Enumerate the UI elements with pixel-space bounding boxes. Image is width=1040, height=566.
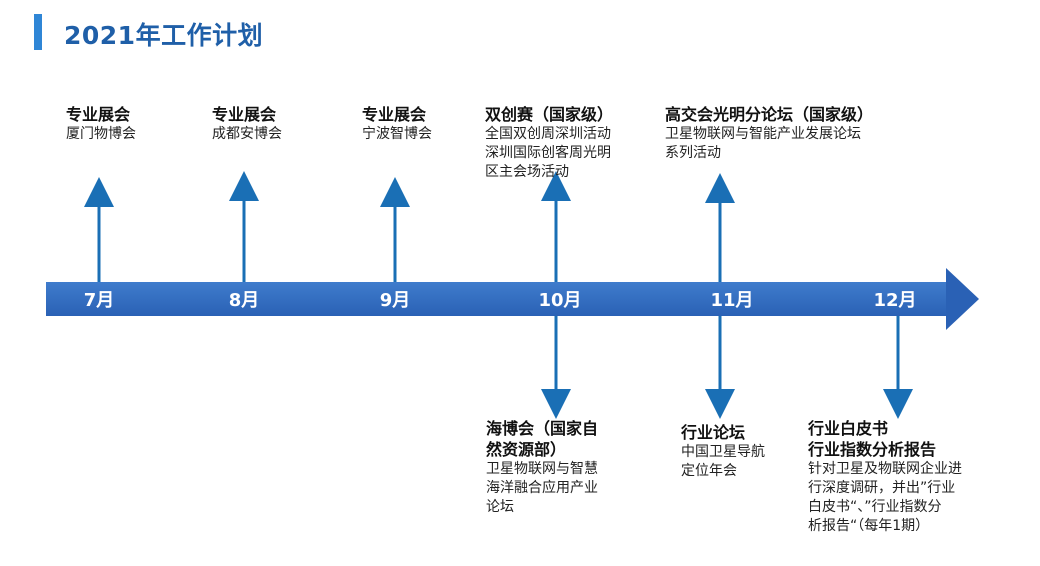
event-heading: 行业论坛 bbox=[681, 423, 746, 442]
event-heading: 专业展会 bbox=[66, 105, 131, 124]
event-body-line: 析报告“（每年1期） bbox=[808, 518, 930, 534]
month-label-oct: 10月 bbox=[538, 290, 582, 311]
event-heading: 双创赛（国家级） bbox=[485, 105, 614, 124]
event-heading: 行业白皮书 bbox=[808, 419, 889, 438]
event-body: 厦门物博会 bbox=[66, 126, 136, 142]
event-body-line: 区主会场活动 bbox=[485, 164, 569, 180]
event-body: 成都安博会 bbox=[212, 126, 282, 142]
timeline-arrowhead bbox=[946, 268, 979, 330]
event-nov-bottom: 行业论坛 中国卫星导航 定位年会 bbox=[681, 422, 765, 481]
event-body-line: 定位年会 bbox=[681, 463, 737, 479]
event-heading: 行业指数分析报告 bbox=[808, 440, 937, 459]
event-body-line: 白皮书“、”行业指数分 bbox=[808, 499, 942, 515]
event-heading: 海博会（国家自 bbox=[486, 419, 599, 438]
event-heading: 专业展会 bbox=[212, 105, 277, 124]
page-title: 2021年工作计划 bbox=[64, 21, 264, 50]
event-body-line: 卫星物联网与智能产业发展论坛 bbox=[665, 126, 861, 142]
event-jul: 专业展会 厦门物博会 bbox=[66, 104, 136, 144]
title-accent-bar bbox=[34, 14, 42, 50]
month-label-aug: 8月 bbox=[228, 290, 260, 311]
event-oct-bottom: 海博会（国家自 然资源部） 卫星物联网与智慧 海洋融合应用产业 论坛 bbox=[486, 418, 598, 517]
event-heading: 高交会光明分论坛（国家级） bbox=[665, 105, 874, 124]
month-label-nov: 11月 bbox=[710, 290, 754, 311]
event-sep: 专业展会 宁波智博会 bbox=[362, 104, 432, 144]
event-body-line: 系列活动 bbox=[665, 145, 721, 161]
event-heading: 然资源部） bbox=[486, 440, 567, 459]
event-body: 宁波智博会 bbox=[362, 126, 432, 142]
timeline-bar bbox=[46, 282, 948, 316]
event-body-line: 论坛 bbox=[486, 499, 514, 515]
event-body-line: 全国双创周深圳活动 bbox=[485, 126, 611, 142]
event-body-line: 海洋融合应用产业 bbox=[486, 480, 598, 496]
event-body-line: 针对卫星及物联网企业进 bbox=[808, 461, 962, 477]
event-heading: 专业展会 bbox=[362, 105, 427, 124]
event-body-line: 深圳国际创客周光明 bbox=[485, 145, 611, 161]
event-aug: 专业展会 成都安博会 bbox=[212, 104, 282, 144]
event-dec-bottom: 行业白皮书 行业指数分析报告 针对卫星及物联网企业进 行深度调研，并出”行业 白… bbox=[808, 418, 962, 536]
month-label-sep: 9月 bbox=[379, 290, 411, 311]
event-oct-top: 双创赛（国家级） 全国双创周深圳活动 深圳国际创客周光明 区主会场活动 bbox=[485, 104, 613, 182]
month-label-jul: 7月 bbox=[83, 290, 115, 311]
event-body-line: 行深度调研，并出”行业 bbox=[808, 480, 956, 496]
event-body-line: 卫星物联网与智慧 bbox=[486, 461, 598, 477]
event-nov-top: 高交会光明分论坛（国家级） 卫星物联网与智能产业发展论坛 系列活动 bbox=[665, 104, 873, 163]
event-body-line: 中国卫星导航 bbox=[681, 444, 765, 460]
month-label-dec: 12月 bbox=[873, 290, 917, 311]
